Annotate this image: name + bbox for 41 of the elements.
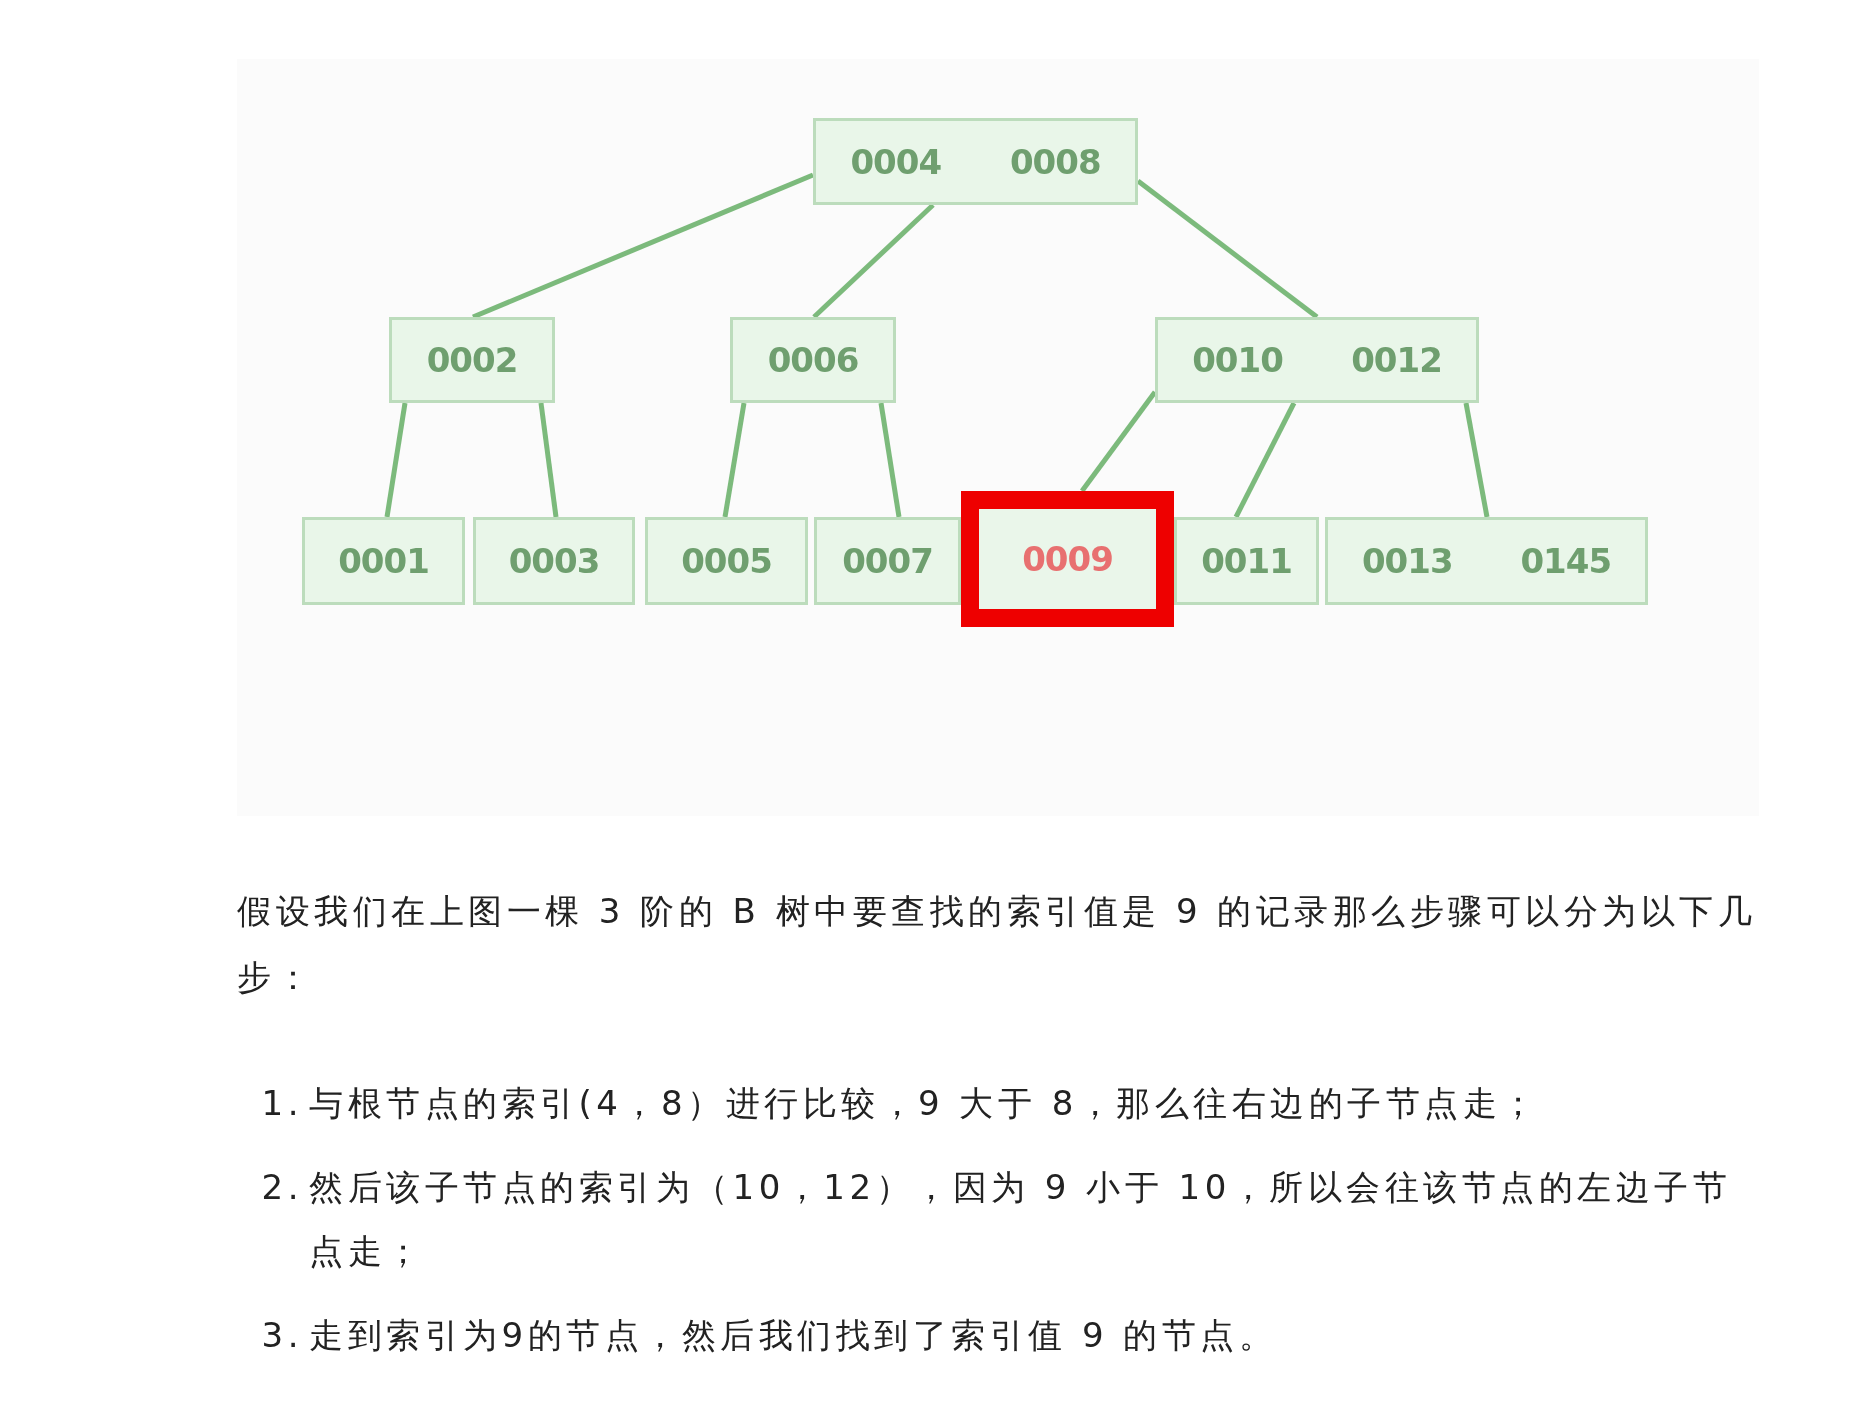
tree-node [1155,317,1479,403]
key-value: 0011 [1201,541,1292,581]
tree-link [812,203,935,319]
tree-link [384,402,408,518]
list-item: 然后该子节点的索引为（10，12），因为 9 小于 10，所以会往该节点的左边子节点走； [309,1166,1733,1273]
list-number: 2. [260,1166,304,1209]
key-value: 0007 [842,541,933,581]
key-value: 0001 [338,541,429,581]
highlighted-tree-node [961,491,1174,627]
tree-link [1233,401,1297,519]
tree-node [302,517,465,605]
key-value: 0013 [1361,541,1453,581]
tree-node [645,517,808,605]
tree-link [538,402,559,518]
tree-link [1463,402,1490,518]
tree-node [1174,517,1319,605]
key-value: 0008 [1009,141,1101,182]
key-value: 0010 [1192,340,1283,380]
tree-link [722,402,747,518]
tree-link [1080,390,1157,493]
list-item: 走到索引为9的节点，然后我们找到了索引值 9 的节点。 [309,1314,1279,1357]
list-item: 与根节点的索引(4，8）进行比较，9 大于 8，那么往右边的子节点走； [309,1082,1541,1125]
list-number: 1. [260,1082,304,1125]
tree-link [1136,179,1319,319]
tree-node [389,317,555,403]
key-value: 0006 [767,340,859,380]
key-value: 0005 [681,541,772,581]
tree-node [1325,517,1648,605]
list-number: 3. [260,1314,304,1357]
key-value: 0002 [426,340,518,380]
tree-node [730,317,896,403]
tree-link [878,402,902,518]
key-value: 0145 [1520,541,1612,581]
tree-node [813,118,1138,205]
key-value: 0004 [850,141,942,182]
tree-node [814,517,961,605]
tree-node [473,517,635,605]
paragraph: 假设我们在上图一棵 3 阶的 B 树中要查找的索引值是 9 的记录那么步骤可以分为以下几步： [237,890,1758,999]
key-value: 0009 [1022,539,1113,579]
key-value: 0012 [1351,340,1442,380]
key-value: 0003 [508,541,600,581]
